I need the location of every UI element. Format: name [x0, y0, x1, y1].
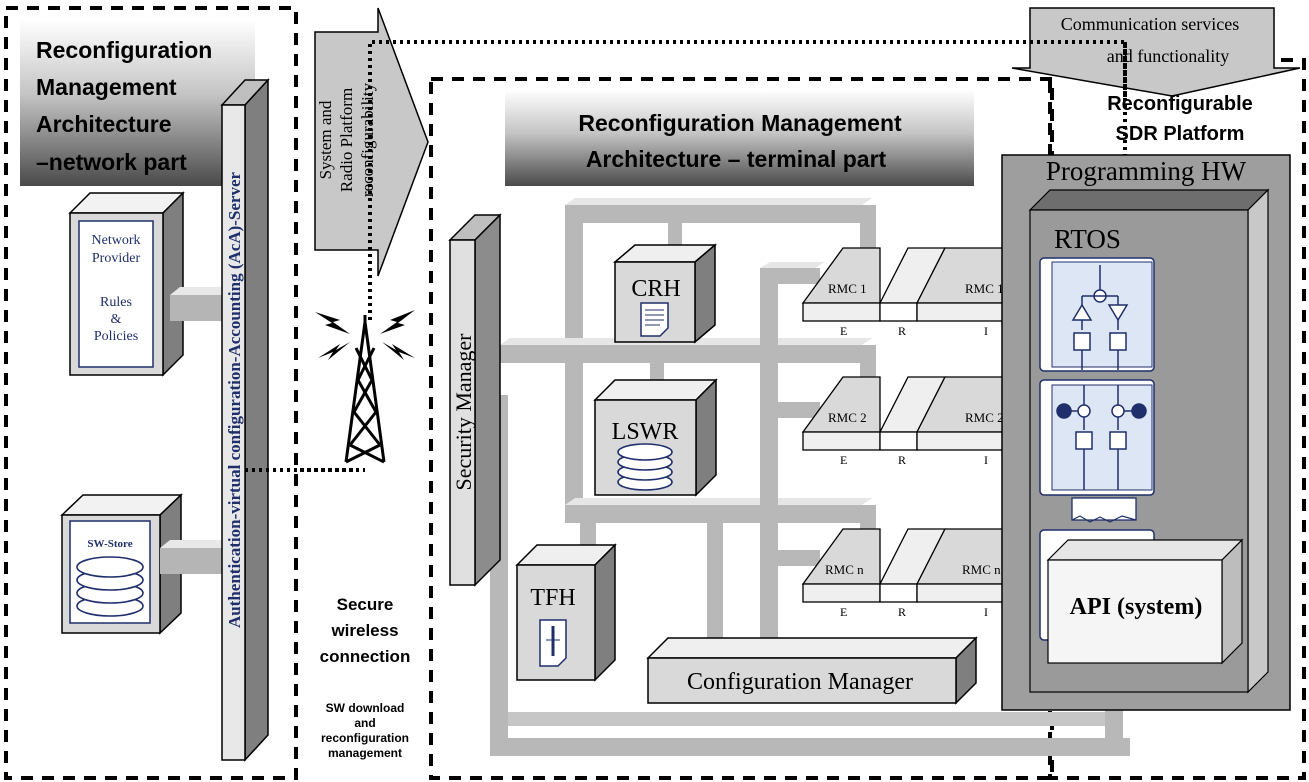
rmcn-left: RMC n	[825, 562, 864, 577]
comm-services-arrow: Communication services and functionality	[1011, 7, 1301, 97]
secure-line3: connection	[320, 647, 411, 666]
programming-hw-label: Programming HW	[1046, 156, 1247, 186]
terminal-title-line1: Reconfiguration Management	[578, 110, 902, 136]
security-manager-bar: Security Manager	[448, 213, 502, 587]
lswr-box: LSWR	[593, 378, 718, 497]
rmc-row-1: RMC 1 RMC 1 E R I	[801, 247, 1031, 338]
rmc2-right: RMC 2	[965, 410, 1004, 425]
sw-store-label: SW-Store	[87, 538, 132, 550]
provider-connector	[170, 287, 232, 321]
rmcn-i: I	[984, 605, 988, 619]
provider-line2: Provider	[92, 251, 141, 266]
terminal-title-line2: Architecture – terminal part	[586, 146, 887, 172]
signal-wave-icon	[1071, 497, 1137, 523]
secure-connection-text: Secure wireless connection SW download a…	[320, 595, 411, 760]
crh-label: CRH	[631, 276, 680, 302]
provider-line1: Network	[92, 233, 141, 248]
download-line4: management	[328, 746, 402, 760]
radio-frontend-module	[1039, 257, 1155, 372]
rmcn-e: E	[840, 605, 847, 619]
api-label: API (system)	[1070, 594, 1203, 620]
crh-box: CRH	[612, 243, 718, 344]
antenna-tower-icon	[344, 315, 386, 464]
document-icon	[640, 302, 669, 337]
api-system-box: API (system)	[1046, 538, 1244, 665]
antenna-icon	[1071, 265, 1129, 370]
lswr-label: LSWR	[612, 419, 679, 445]
rmc1-r: R	[898, 324, 906, 338]
rmc1-right: RMC 1	[965, 281, 1004, 296]
rmcn-r: R	[898, 605, 906, 619]
sw-store-connector	[160, 540, 232, 574]
download-line2: and	[354, 716, 375, 730]
rmcn-right: RMC n	[962, 562, 1001, 577]
rmc1-left: RMC 1	[828, 281, 867, 296]
secure-line2: wireless	[330, 621, 398, 640]
network-title-box	[20, 20, 255, 186]
database-icon	[617, 443, 673, 491]
tfh-label: TFH	[530, 585, 575, 611]
rmc2-e: E	[840, 453, 847, 467]
download-line1: SW download	[326, 701, 405, 715]
arrow-line2: Radio Platform	[337, 88, 356, 192]
tfh-box: TFH	[515, 543, 617, 682]
secure-line1: Secure	[337, 595, 394, 614]
rmc1-i: I	[984, 324, 988, 338]
rtos-label: RTOS	[1054, 224, 1121, 254]
provider-line5: Policies	[94, 329, 138, 344]
arrow-line1: System and	[316, 100, 335, 179]
comm-services-line1: Communication services	[1061, 14, 1239, 34]
network-title-line4: –network part	[36, 149, 187, 175]
signal-bolt-icons	[315, 310, 415, 360]
rmc1-e: E	[840, 324, 847, 338]
network-title-line3: Architecture	[36, 111, 171, 137]
radio-mixer-module	[1039, 379, 1155, 496]
terminal-title-box	[505, 90, 974, 186]
sdr-line1: Reconfigurable	[1107, 93, 1253, 115]
configuration-manager-box: Configuration Manager	[646, 636, 978, 705]
rmc2-i: I	[984, 453, 988, 467]
network-provider-box: Network Provider Rules & Policies	[68, 191, 185, 377]
provider-line3: Rules	[100, 295, 132, 310]
config-manager-label: Configuration Manager	[687, 669, 913, 695]
aca-server-bar: Authentication-virtual configuration-Acc…	[220, 78, 270, 762]
rmc2-left: RMC 2	[828, 410, 867, 425]
rmc-row-n: RMC n RMC n E R I	[801, 528, 1031, 619]
database-icon	[76, 556, 144, 617]
comm-services-line2: and functionality	[1107, 46, 1229, 66]
sdr-line2: SDR Platform	[1116, 123, 1245, 145]
network-part-border	[4, 6, 298, 780]
rmc-row-2: RMC 2 RMC 2 E R I	[801, 376, 1031, 467]
rmc2-r: R	[898, 453, 906, 467]
document-edit-icon	[539, 619, 567, 667]
network-title-line2: Management	[36, 74, 177, 100]
mixer-icon	[1056, 385, 1147, 490]
network-title-line1: Reconfiguration	[36, 37, 212, 63]
download-line3: reconfiguration	[321, 731, 409, 745]
arrow-line3: reconfigurability	[358, 82, 377, 197]
security-manager-label: Security Manager	[451, 333, 476, 491]
provider-line4: &	[111, 312, 122, 327]
aca-server-label: Authentication-virtual configuration-Acc…	[225, 171, 244, 628]
